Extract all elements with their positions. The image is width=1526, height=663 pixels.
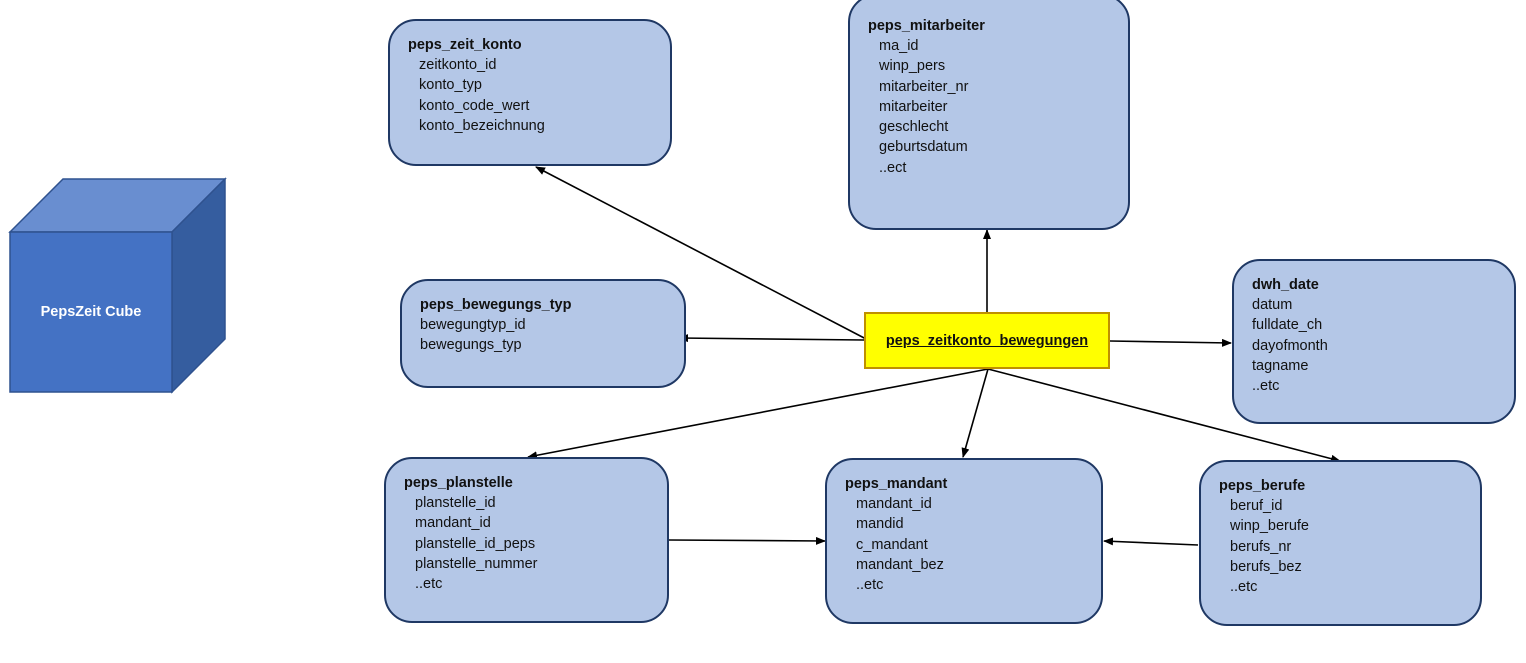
entity-field: ..etc (856, 577, 884, 594)
entity-field: konto_bezeichnung (419, 117, 545, 134)
entity-title: peps_berufe (1219, 478, 1306, 494)
entity-field: konto_code_wert (419, 97, 530, 114)
relationship-arrow-peps-planstelle (527, 368, 989, 460)
entity-field: ..etc (1252, 378, 1280, 395)
entity-field: konto_typ (419, 77, 482, 94)
entity-dwh-date[interactable]: dwh_date datum fulldate_ch dayofmonth tagna… (1232, 259, 1516, 424)
entity-field: planstelle_nummer (415, 555, 538, 572)
entity-field: mandant_id (856, 496, 932, 512)
entity-field: fulldate_ch (1252, 317, 1323, 334)
entity-field: ..etc (415, 576, 443, 593)
entity-field: tagname (1252, 357, 1309, 374)
entity-title: peps_bewegungs_typ (420, 297, 572, 313)
pepszeit-cube-icon (8, 177, 227, 394)
relationship-lines (527, 166, 1341, 546)
entity-field: dayofmonth (1252, 337, 1328, 354)
relationship-arrow-peps-zeit-konto (535, 166, 869, 341)
entity-field: planstelle_id_peps (415, 535, 536, 552)
entity-title: dwh_date (1252, 277, 1319, 293)
relationship-arrow-peps-bewegungs-typ (678, 334, 865, 343)
entity-field: planstelle_id (415, 495, 496, 511)
entity-field: mitarbeiter_nr (879, 78, 969, 95)
entity-title: peps_planstelle (404, 475, 513, 491)
entity-field: zeitkonto_id (419, 57, 497, 73)
entity-field: geschlecht (879, 119, 949, 136)
entity-field: datum (1252, 297, 1293, 313)
entity-title: peps_mandant (845, 476, 948, 492)
cube-front-face (9, 231, 173, 393)
entity-field: bewegungtyp_id (420, 317, 526, 333)
relationship-arrow-peps-mandant (1103, 537, 1199, 546)
cube-label: PepsZeit Cube (40, 304, 142, 320)
entity-field: berufs_bez (1230, 558, 1302, 575)
relationship-arrow-peps-berufe (987, 368, 1341, 463)
entity-title: peps_mitarbeiter (868, 18, 985, 34)
entity-field: ..ect (879, 159, 907, 176)
entity-field: berufs_nr (1230, 538, 1292, 555)
entity-field: mandid (856, 516, 904, 533)
entity-field: c_mandant (856, 536, 928, 553)
entity-field: ..etc (1230, 579, 1258, 596)
entity-field: winp_pers (879, 58, 946, 75)
entity-field: ma_id (879, 38, 919, 54)
entity-field: mandant_id (415, 515, 491, 532)
relationship-arrow-dwh-date (1109, 338, 1232, 347)
relationship-arrow-peps-mandant (668, 536, 826, 545)
entity-peps-mitarbeiter[interactable]: peps_mitarbeiter ma_id winp_pers mitarbeit… (848, 0, 1130, 230)
entity-peps-berufe[interactable]: peps_berufe beruf_id winp_berufe berufs_nr… (1199, 460, 1482, 626)
entity-field: mandant_bez (856, 556, 944, 573)
entity-field: bewegungs_typ (420, 337, 522, 354)
relationship-arrow-peps-mandant (961, 368, 989, 458)
entity-field: winp_berufe (1230, 518, 1309, 535)
fact-table-peps-zeitkonto-bewegungen[interactable]: peps_zeitkonto_bewegungen (864, 312, 1110, 369)
entity-field: beruf_id (1230, 498, 1283, 514)
entity-field: mitarbeiter (879, 98, 948, 115)
entity-title: peps_zeit_konto (408, 37, 522, 53)
entity-field: geburtsdatum (879, 139, 968, 156)
